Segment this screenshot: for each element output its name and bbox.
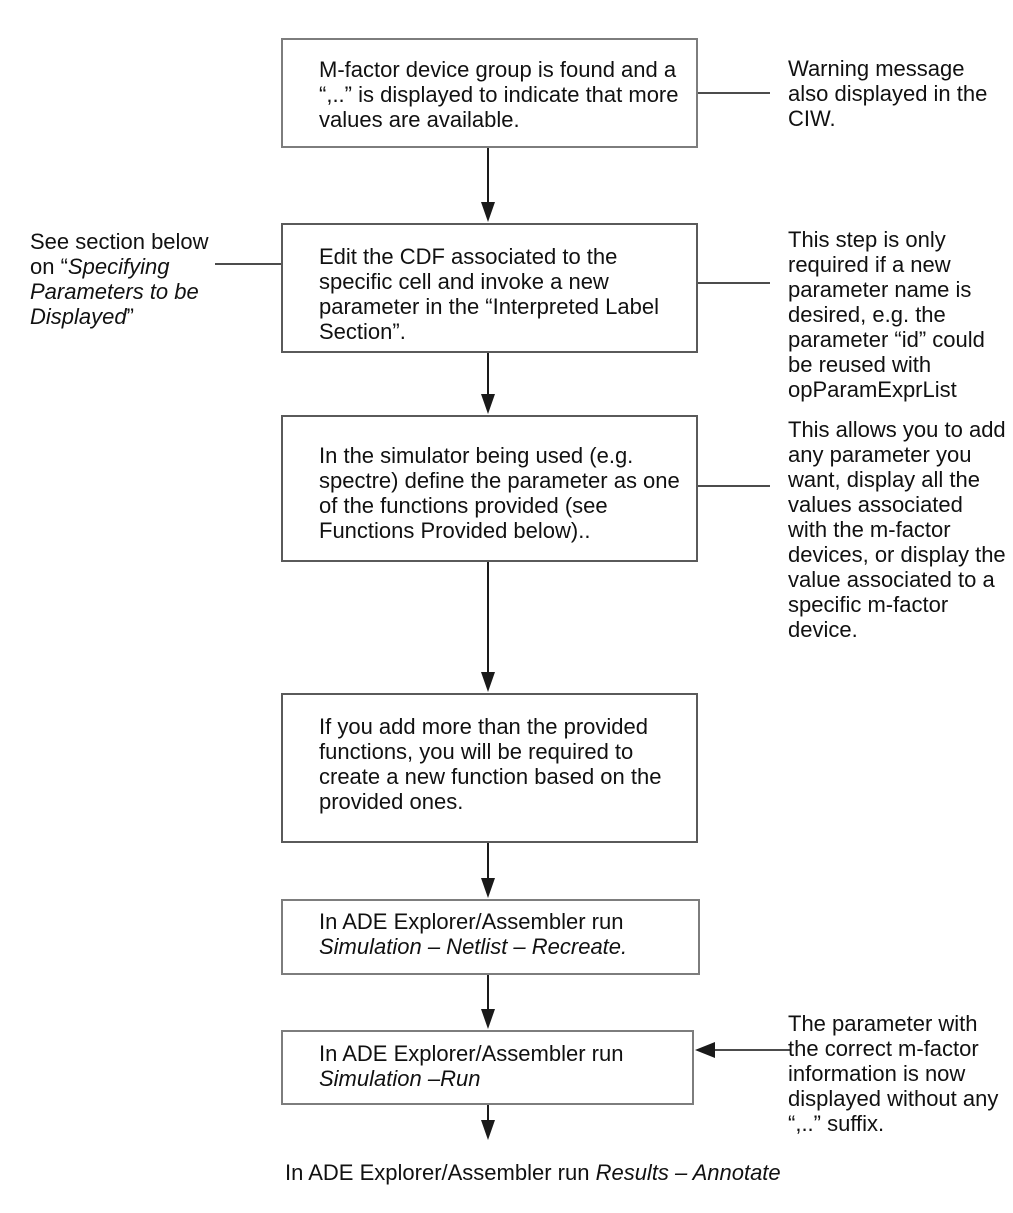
side-note-warning-ciw-text: Warning message also displayed in the CI…	[788, 56, 988, 131]
arrow-down-icon	[481, 394, 495, 414]
arrow-down-icon	[481, 1009, 495, 1029]
left-note-see-section: See section below on “Specifying Paramet…	[30, 229, 236, 329]
flow-line-2	[487, 353, 489, 395]
side-note-allows-any-parameter-text: This allows you to add any parameter you…	[788, 417, 1006, 642]
side-note-step-only-required: This step is only required if a new para…	[788, 227, 1010, 402]
connector-line-note4-box6	[715, 1049, 790, 1051]
step-box-new-function: If you add more than the provided functi…	[281, 693, 698, 843]
arrow-down-icon	[481, 878, 495, 898]
arrow-down-icon	[481, 202, 495, 222]
step-box-netlist-recreate-line2: Simulation – Netlist – Recreate.	[319, 934, 628, 959]
left-note-prefix: See section below on “	[30, 229, 209, 279]
connector-line-box2-note2	[698, 282, 770, 284]
arrow-left-icon	[695, 1042, 715, 1058]
step-box-simulator-define-text: In the simulator being used (e.g. spectr…	[319, 443, 680, 543]
left-note-italic: Specifying Parameters to be Displayed	[30, 254, 199, 329]
flow-line-3	[487, 562, 489, 674]
step-box-new-function-text: If you add more than the provided functi…	[319, 714, 662, 814]
side-note-step-only-required-text: This step is only required if a new para…	[788, 227, 985, 402]
flow-line-6	[487, 1105, 489, 1122]
step-box-netlist-recreate-line1: In ADE Explorer/Assembler run	[319, 909, 624, 934]
step-box-edit-cdf: Edit the CDF associated to the specific …	[281, 223, 698, 353]
flow-line-5	[487, 975, 489, 1011]
side-note-correct-mfactor: The parameter with the correct m-factor …	[788, 1011, 1010, 1136]
flow-line-4	[487, 843, 489, 880]
connector-line-leftnote-box2	[215, 263, 281, 265]
step-box-simulation-run-line2: Simulation –Run	[319, 1066, 481, 1091]
step-box-edit-cdf-text: Edit the CDF associated to the specific …	[319, 244, 659, 344]
arrow-down-icon	[481, 1120, 495, 1140]
step-box-netlist-recreate: In ADE Explorer/Assembler run Simulation…	[281, 899, 700, 975]
footer-italic: Results – Annotate	[595, 1160, 781, 1185]
step-box-simulation-run: In ADE Explorer/Assembler run Simulation…	[281, 1030, 694, 1105]
flow-line-1	[487, 148, 489, 204]
footer-prefix: In ADE Explorer/Assembler run	[285, 1160, 596, 1185]
left-note-suffix: ”	[126, 304, 134, 329]
step-box-simulation-run-line1: In ADE Explorer/Assembler run	[319, 1041, 624, 1066]
step-box-mfactor-found-text: M-factor device group is found and a “,.…	[319, 57, 679, 132]
side-note-allows-any-parameter: This allows you to add any parameter you…	[788, 417, 1006, 642]
step-box-simulator-define: In the simulator being used (e.g. spectr…	[281, 415, 698, 562]
connector-line-box1-note1	[698, 92, 770, 94]
arrow-down-icon	[481, 672, 495, 692]
connector-line-box3-note3	[698, 485, 770, 487]
side-note-correct-mfactor-text: The parameter with the correct m-factor …	[788, 1011, 999, 1136]
side-note-warning-ciw: Warning message also displayed in the CI…	[788, 56, 1006, 131]
step-box-mfactor-found: M-factor device group is found and a “,.…	[281, 38, 698, 148]
footer-results-annotate: In ADE Explorer/Assembler run Results – …	[285, 1160, 781, 1185]
